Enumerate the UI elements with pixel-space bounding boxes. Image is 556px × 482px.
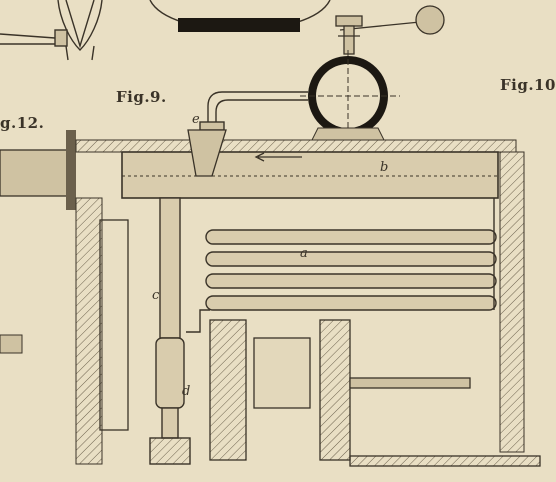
upper-left-fragment (0, 0, 103, 61)
steam-drum (300, 50, 400, 141)
tube-bank-a (186, 198, 497, 333)
downcomer-c (149, 197, 191, 465)
label-a: a (300, 246, 308, 261)
figure-9-label: Fig.9. (116, 88, 167, 106)
safety-valve (335, 5, 445, 55)
flue-left (0, 130, 76, 354)
label-d: d (182, 384, 191, 399)
header-e (187, 129, 227, 177)
label-e: e (192, 112, 200, 127)
label-b: b (380, 160, 389, 175)
firebox (99, 219, 541, 467)
label-c: c (152, 288, 160, 303)
engraving-canvas: Fig.9. Fig.10 g.12. a b c d e (0, 0, 556, 467)
boiler-drawing (0, 0, 541, 467)
top-brickwork (75, 139, 517, 153)
right-wall (499, 151, 525, 453)
upper-dome-fragment (149, 0, 331, 32)
figure-12-label: g.12. (0, 114, 45, 132)
figure-10-label: Fig.10 (500, 76, 556, 94)
left-wall (75, 197, 103, 465)
steam-pipe (199, 91, 308, 131)
water-drum-b (121, 151, 499, 199)
